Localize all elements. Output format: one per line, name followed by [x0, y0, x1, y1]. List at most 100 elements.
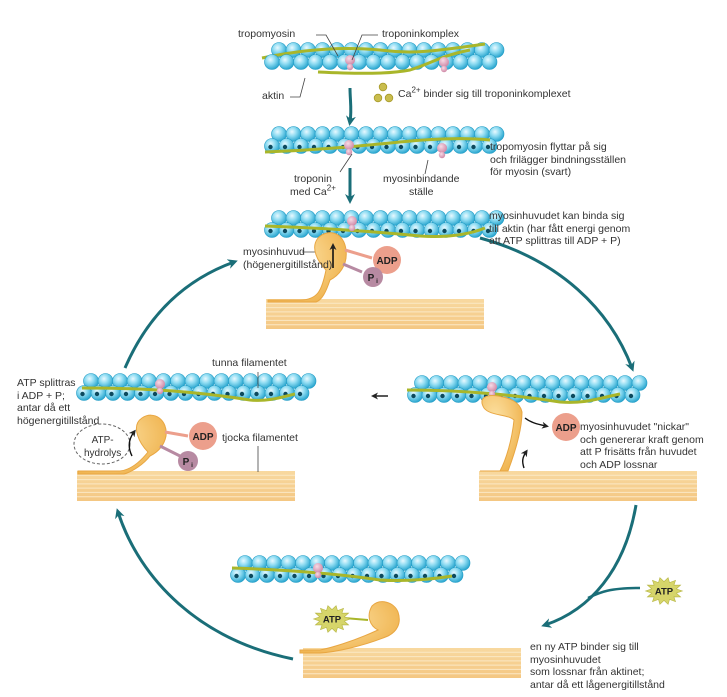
myosin-binding-site — [384, 144, 389, 150]
troponin — [344, 140, 354, 150]
myosin-head-high-energy: ADP P i — [267, 232, 401, 303]
troponin — [347, 216, 357, 226]
myosin-binding-site — [268, 391, 274, 397]
myosin-binding-site — [454, 393, 460, 399]
atp-hydrolysis-label: ATP- hydrolys — [84, 435, 122, 459]
actin-bead — [394, 54, 411, 70]
troponin — [346, 63, 354, 71]
thick-filament-top — [266, 299, 484, 329]
tropomyosin-strand — [406, 388, 621, 404]
thick-filament-bottom — [303, 648, 521, 678]
myosin-binding-site — [123, 391, 129, 397]
actin-bead — [452, 54, 469, 70]
thin-filament-label: tunna filamentet — [212, 357, 287, 369]
myosin-binding-site — [471, 144, 476, 150]
actin-bead — [631, 375, 648, 391]
myosin-binding-site — [379, 573, 384, 579]
tropomyosin-label: tropomyosin — [238, 28, 296, 40]
panel2-description: tropomyosin flyttar på sig och frilägger… — [490, 141, 627, 178]
myosin-binding-site — [427, 144, 433, 150]
actin-bead — [481, 54, 498, 70]
atp-label: ATP — [323, 615, 342, 626]
troponin — [348, 224, 356, 232]
thick-filament-label: tjocka filamentet — [222, 432, 298, 444]
troponin — [438, 151, 446, 159]
hydrolysis-bubble — [73, 423, 131, 465]
actin-bead — [454, 555, 471, 571]
pi-molecule — [363, 267, 383, 287]
pi-label: P — [368, 273, 375, 284]
actin-bead — [264, 54, 280, 70]
tropomyosin-strand — [264, 224, 486, 238]
myosin-binding-site — [485, 144, 491, 150]
cycle-arrow-bottom-right — [541, 504, 638, 628]
actin-label: aktin — [262, 90, 285, 102]
atp-bound-molecule: ATP — [312, 605, 352, 633]
troponin — [437, 143, 447, 153]
myosin-binding-site — [469, 393, 474, 399]
thick-filament-right — [479, 471, 697, 501]
myosin-binding-site — [398, 228, 404, 234]
actin-bead — [365, 54, 382, 70]
actin-bead — [488, 210, 505, 226]
thin-filament — [264, 126, 505, 159]
myosin-binding-site — [268, 228, 273, 234]
troponin — [156, 387, 164, 395]
troponin-charge: 2+ — [326, 183, 336, 192]
atp-label: ATP — [655, 587, 674, 598]
thick-filaments — [77, 299, 697, 678]
calcium-symbol: Ca — [398, 88, 412, 100]
myosin-head-hydrolysis: ADP P i — [73, 414, 217, 475]
myosin-binding-site — [263, 573, 268, 579]
pi-subscript-left: i — [191, 462, 193, 469]
myosin-binding-site — [422, 573, 428, 579]
myosin-binding-site — [282, 144, 288, 150]
leader-lines — [257, 34, 429, 472]
myosin-binding-site — [628, 393, 634, 399]
myosin-binding-site — [456, 228, 462, 234]
myosin-binding-site — [541, 393, 547, 399]
myosin-binding-site — [570, 393, 576, 399]
actin-bead — [322, 54, 338, 70]
calcium-caption: Ca2+ binder sig till troponinkomplexet — [398, 86, 571, 101]
myosin-binding-site — [94, 391, 100, 397]
atp-star-shape — [312, 605, 352, 633]
myosin-binding-site — [80, 391, 85, 397]
myosin-head-label: myosinhuvud (högenergitillstånd) — [243, 246, 333, 271]
myosin-binding-site — [427, 228, 433, 234]
myosin-binding-site — [425, 393, 431, 399]
troponin — [440, 65, 448, 73]
myosin-binding-site — [297, 144, 302, 150]
myosin-binding-site — [411, 393, 416, 399]
tropomyosin-strand — [81, 386, 296, 402]
myosin-binding-site — [311, 228, 317, 234]
adp-molecule — [373, 246, 401, 274]
actin-bead — [307, 54, 324, 70]
tropomyosin-strand — [261, 42, 486, 60]
myosin-binding-site — [440, 393, 445, 399]
troponin — [487, 382, 497, 392]
thin-filament — [76, 373, 317, 402]
troponin — [439, 57, 449, 67]
myosin-head-power-stroke: ADP — [371, 392, 580, 472]
troponin-line1: troponin — [293, 173, 332, 185]
myosin-binding-site — [306, 573, 312, 579]
myosin-binding-site — [297, 228, 302, 234]
atp-entry-arrow — [587, 586, 641, 600]
cycle-arrow-top-left — [123, 259, 238, 369]
myosin-binding-site — [282, 228, 288, 234]
myosin-binding-site — [413, 228, 418, 234]
tropomyosin-strand — [317, 48, 471, 75]
atp-binding-description: en ny ATP binder sig till myosinhuvudet … — [530, 641, 665, 691]
cycle-arrow-top-right — [479, 236, 635, 372]
troponin-line2: med Ca — [290, 185, 327, 198]
myosin-binding-site — [585, 393, 590, 399]
myosin-binding-site — [451, 573, 457, 579]
thick-filament-body — [77, 471, 295, 501]
myosin-binding-site — [138, 391, 143, 397]
binding-site-line1: myosinbindande — [383, 173, 460, 185]
cycle-arrow-bottom-left — [115, 508, 294, 661]
